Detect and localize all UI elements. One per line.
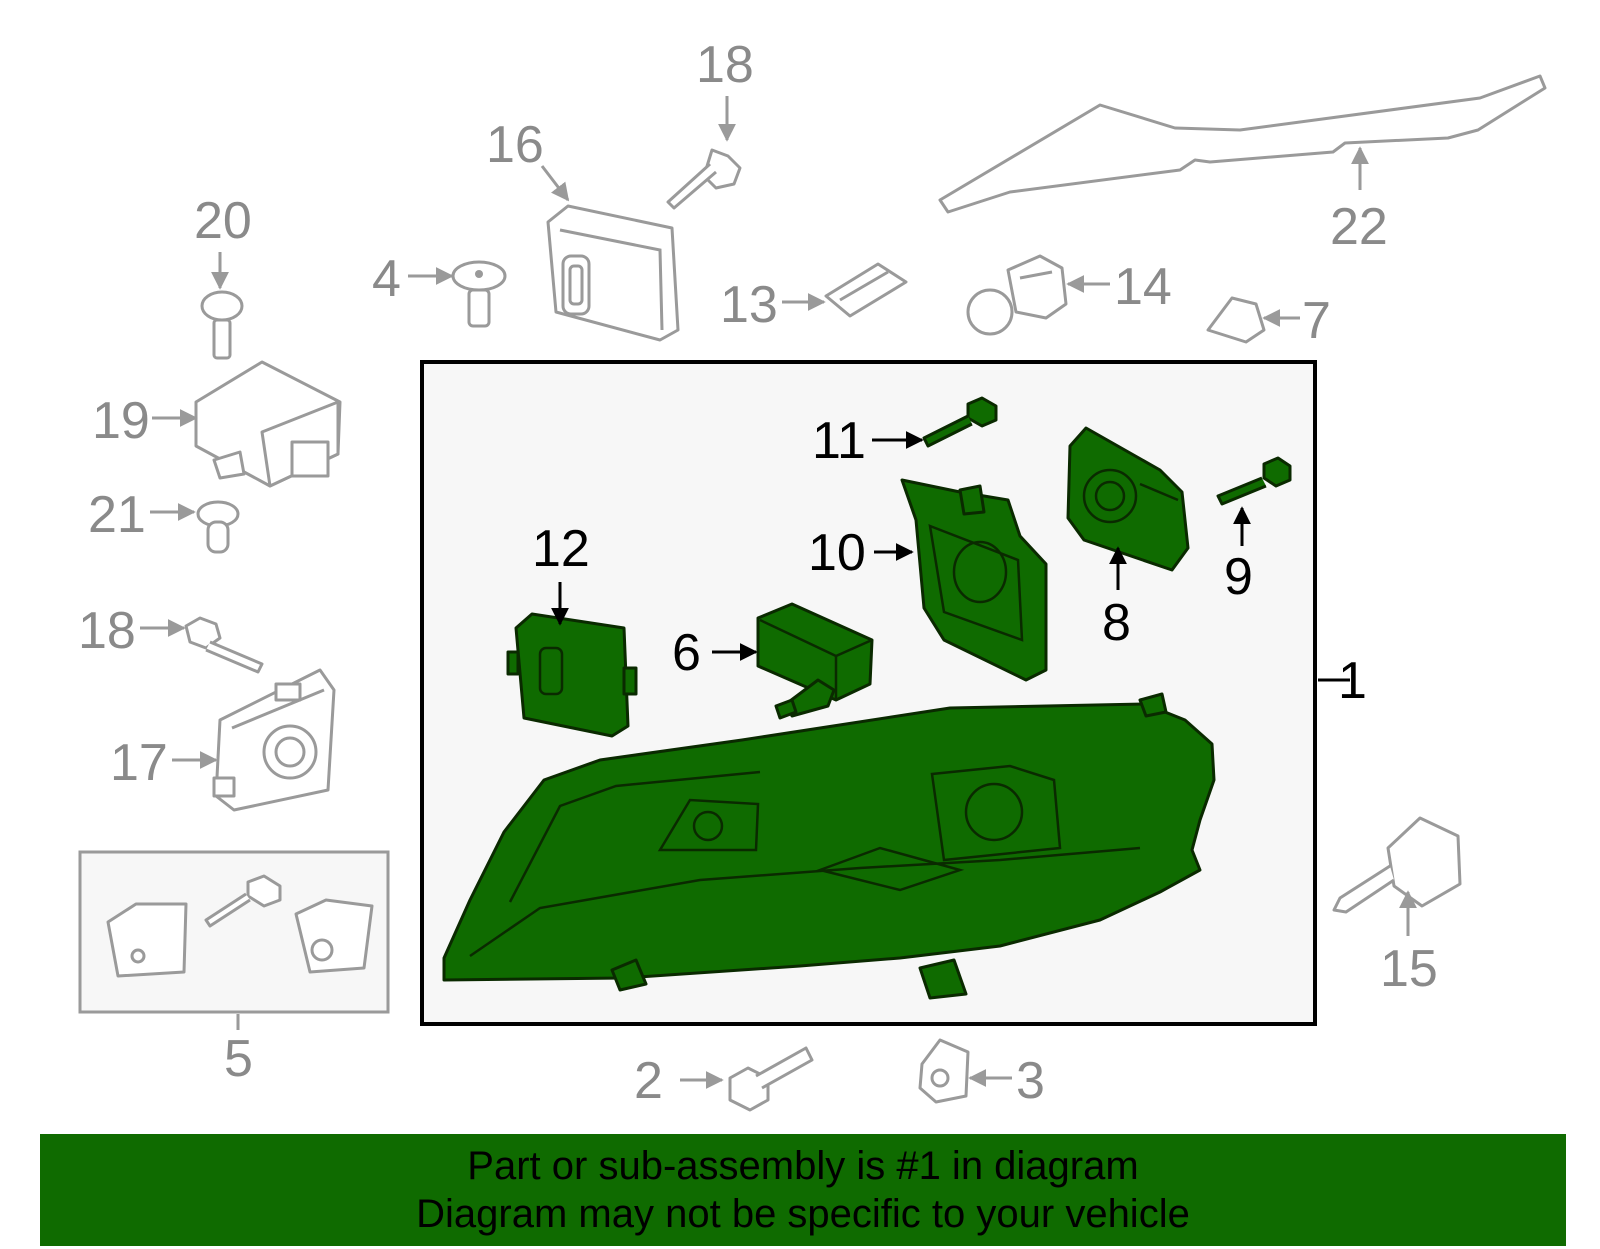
- callout-5: 5: [224, 1030, 253, 1088]
- notice-banner: Part or sub-assembly is #1 in diagram Di…: [40, 1134, 1566, 1246]
- screw-part-21: [196, 500, 240, 554]
- callout-2: 2: [634, 1052, 663, 1110]
- callout-1: 1: [1338, 652, 1367, 710]
- callout-10: 10: [808, 524, 866, 582]
- module-part-19: [194, 360, 342, 488]
- callout-11: 11: [812, 412, 866, 470]
- kit-contents-part-5: [106, 874, 374, 978]
- callout-14: 14: [1114, 258, 1172, 316]
- screw-part-4: [451, 260, 507, 328]
- control-module-part-16: [546, 204, 680, 342]
- headlamp-assembly-part-1: [442, 692, 1216, 1000]
- callout-3: 3: [1016, 1052, 1045, 1110]
- bolt-part-11: [922, 396, 998, 448]
- bolt-part-2: [728, 1046, 814, 1112]
- bulb-part-13: [824, 262, 908, 318]
- callout-6: 6: [672, 624, 701, 682]
- cover-part-12: [506, 612, 638, 738]
- bolt-part-18-top: [666, 148, 742, 210]
- nut-clip-part-3: [918, 1038, 970, 1104]
- ballast-part-17: [212, 668, 336, 812]
- module-part-8: [1066, 426, 1190, 572]
- notice-line-1: Part or sub-assembly is #1 in diagram: [467, 1144, 1139, 1188]
- clip-part-7: [1206, 296, 1266, 344]
- trim-strip-part-22: [938, 74, 1547, 214]
- notice-line-2: Diagram may not be specific to your vehi…: [416, 1192, 1190, 1236]
- bolt-part-9: [1216, 456, 1292, 506]
- callout-13: 13: [720, 276, 778, 334]
- callout-4: 4: [372, 250, 401, 308]
- leader-lines: [140, 96, 1417, 1089]
- callout-12: 12: [532, 520, 590, 578]
- callout-19: 19: [92, 392, 150, 450]
- bolt-part-18-left: [184, 616, 264, 674]
- socket-part-14: [966, 254, 1068, 336]
- bulb-part-15: [1332, 816, 1462, 914]
- callout-18-top: 18: [696, 36, 754, 94]
- callout-15: 15: [1380, 940, 1438, 998]
- callout-22: 22: [1330, 198, 1388, 256]
- callout-18-left: 18: [78, 602, 136, 660]
- callout-labels: 1 2 3 4 5 6 7 8 9 10 11 12 13 14 15 16 1…: [78, 36, 1438, 1110]
- callout-8: 8: [1102, 594, 1131, 652]
- callout-16: 16: [486, 116, 544, 174]
- callout-17: 17: [110, 734, 168, 792]
- callout-20: 20: [194, 192, 252, 250]
- callout-7: 7: [1302, 292, 1331, 350]
- bolt-part-20: [200, 290, 244, 360]
- callout-9: 9: [1224, 548, 1253, 606]
- bracket-part-10: [900, 478, 1048, 682]
- callout-21: 21: [88, 486, 146, 544]
- motor-part-6: [756, 602, 874, 720]
